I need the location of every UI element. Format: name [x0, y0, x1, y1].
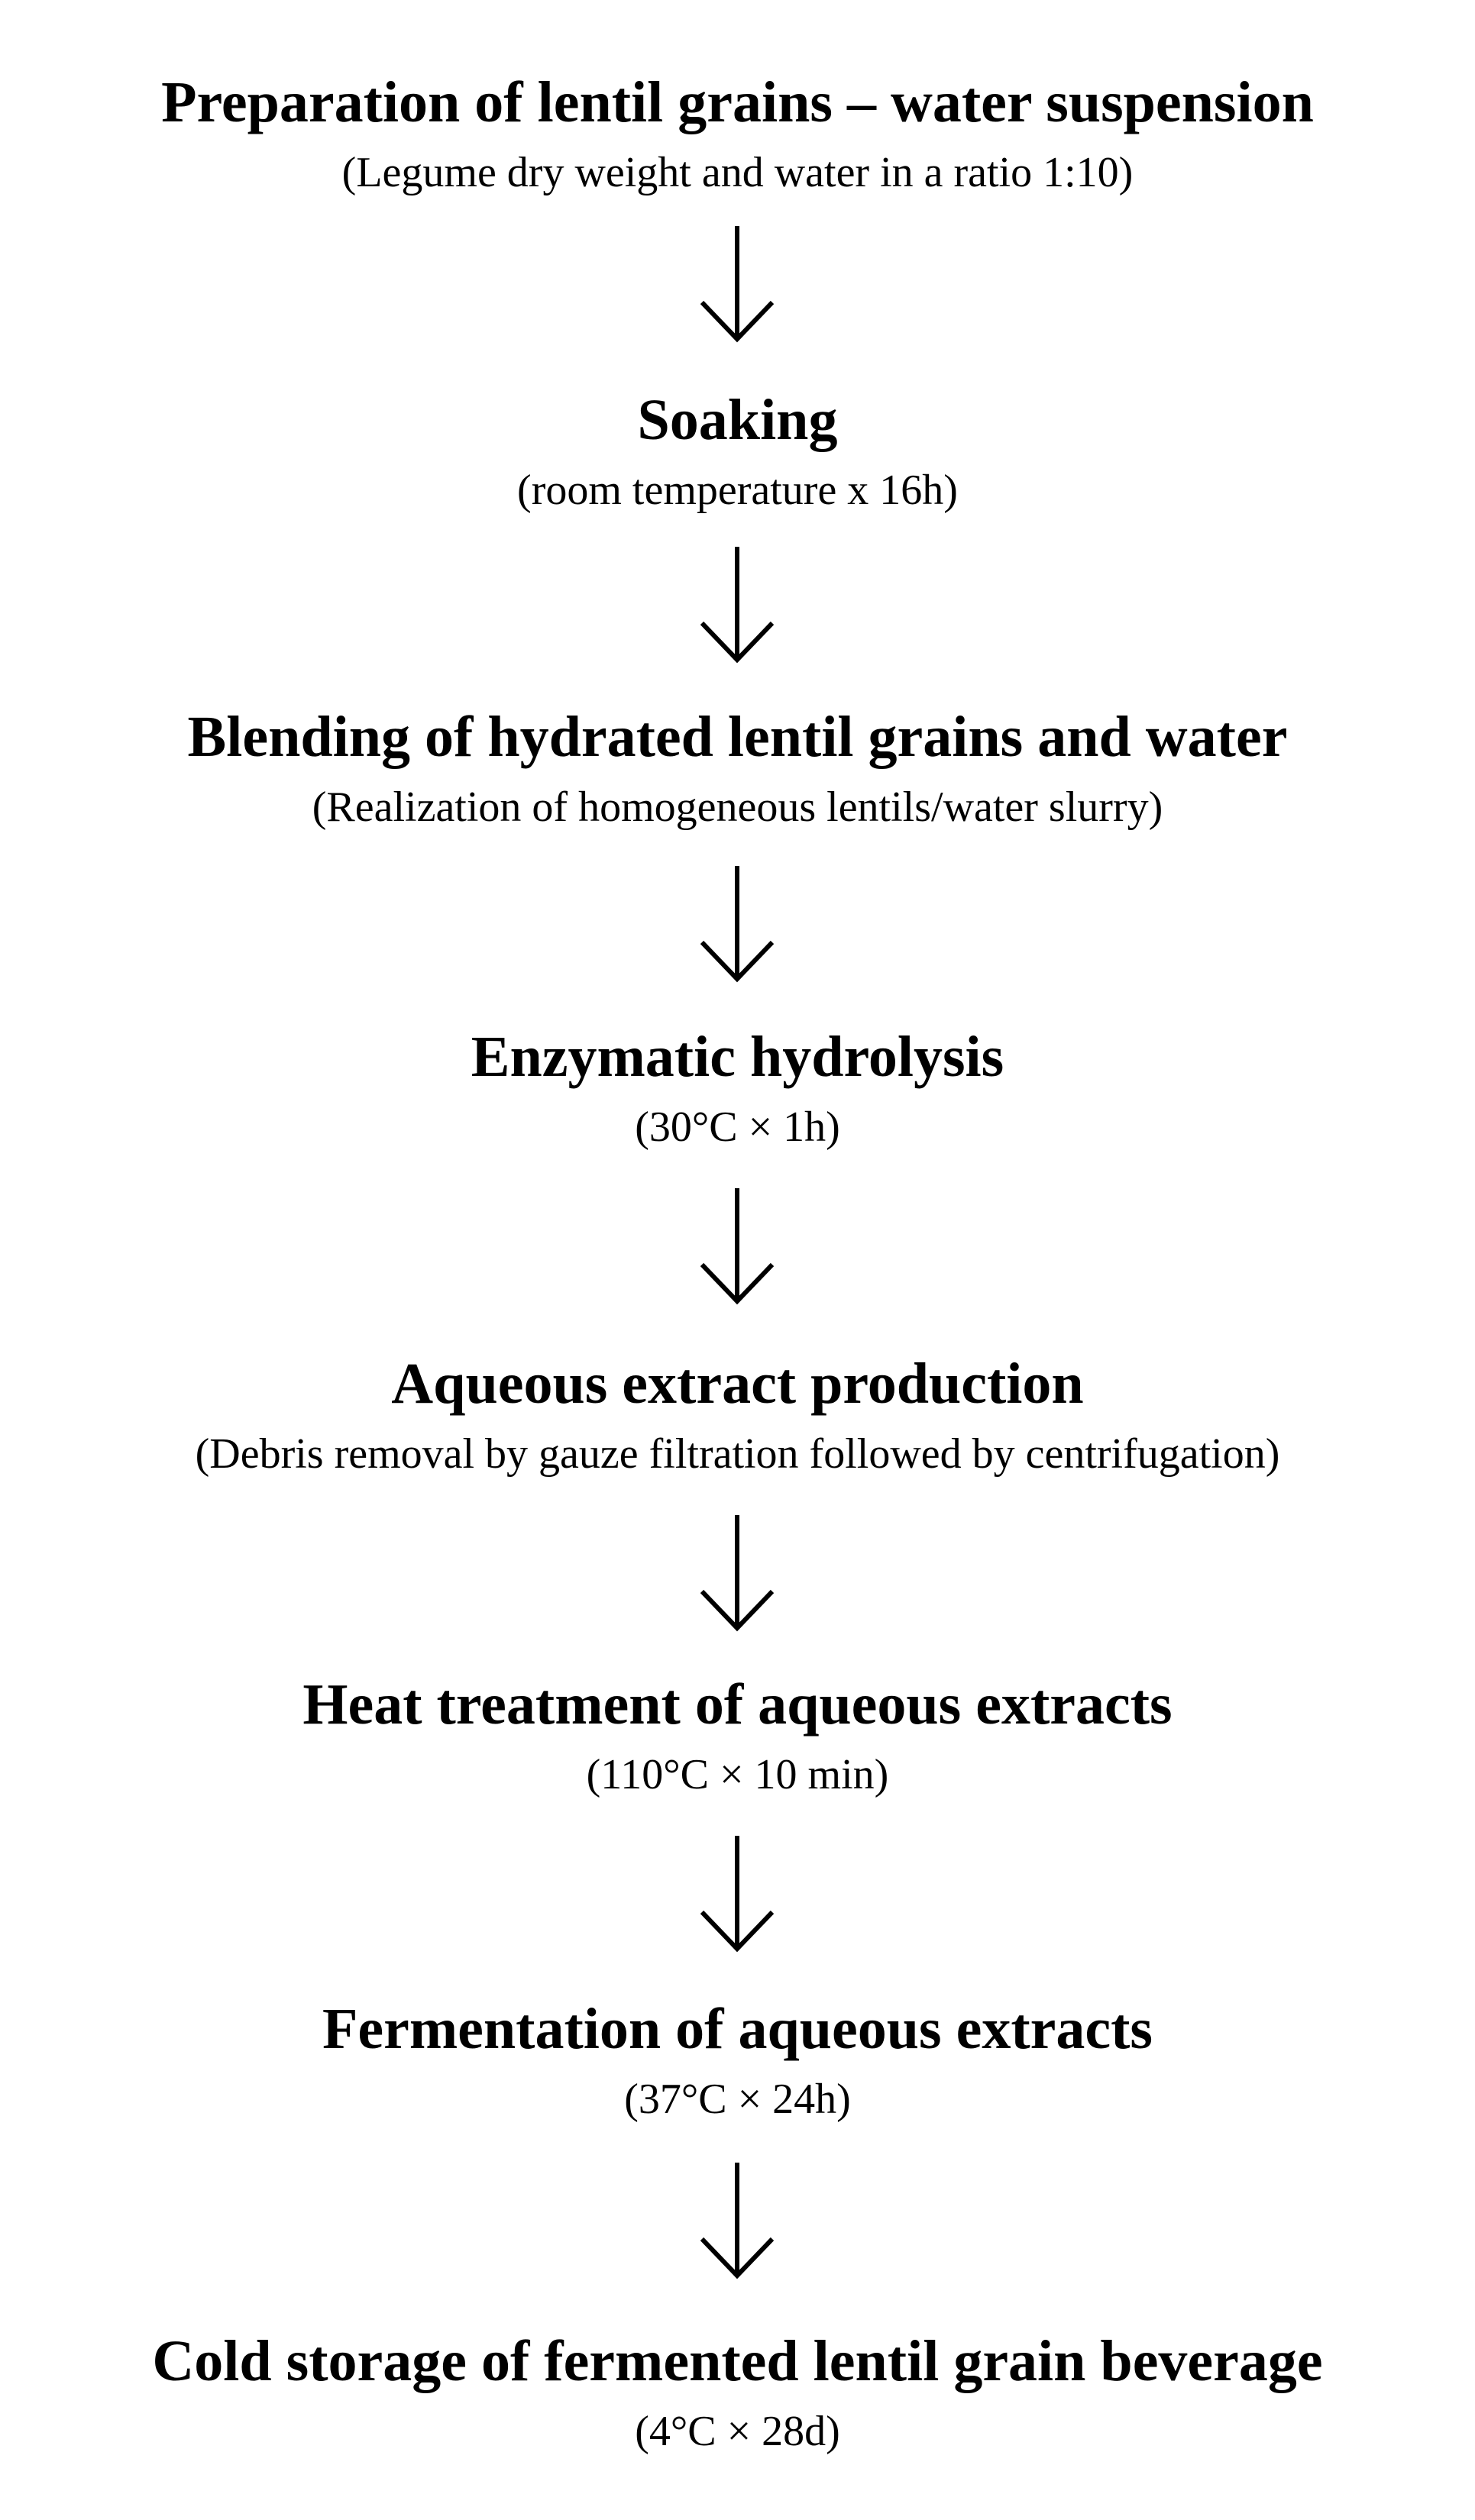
step-title: Soaking — [637, 388, 838, 452]
step-blending: Blending of hydrated lentil grains and w… — [0, 705, 1475, 832]
step-detail: (37°C × 24h) — [624, 2076, 851, 2123]
step-preparation: Preparation of lentil grains – water sus… — [0, 70, 1475, 197]
step-title: Heat treatment of aqueous extracts — [302, 1672, 1173, 1737]
step-title: Preparation of lentil grains – water sus… — [161, 70, 1314, 134]
step-detail: (Debris removal by gauze filtration foll… — [195, 1430, 1280, 1478]
step-fermentation: Fermentation of aqueous extracts (37°C ×… — [0, 1997, 1475, 2124]
step-title: Aqueous extract production — [391, 1352, 1084, 1416]
step-title: Fermentation of aqueous extracts — [322, 1997, 1153, 2061]
step-detail: (room temperature x 16h) — [517, 467, 958, 514]
down-arrow-icon — [691, 2160, 783, 2282]
step-title: Enzymatic hydrolysis — [471, 1025, 1004, 1089]
step-title: Cold storage of fermented lentil grain b… — [152, 2329, 1323, 2393]
step-detail: (4°C × 28d) — [635, 2408, 840, 2455]
step-heat-treatment: Heat treatment of aqueous extracts (110°… — [0, 1672, 1475, 1799]
step-soaking: Soaking (room temperature x 16h) — [0, 388, 1475, 515]
down-arrow-icon — [691, 1833, 783, 1955]
down-arrow-icon — [691, 544, 783, 666]
step-title: Blending of hydrated lentil grains and w… — [187, 705, 1288, 769]
step-enzymatic-hydrolysis: Enzymatic hydrolysis (30°C × 1h) — [0, 1025, 1475, 1152]
down-arrow-icon — [691, 1185, 783, 1307]
down-arrow-icon — [691, 863, 783, 985]
down-arrow-icon — [691, 223, 783, 345]
step-detail: (Legume dry weight and water in a ratio … — [341, 149, 1134, 196]
step-aqueous-extract: Aqueous extract production (Debris remov… — [0, 1352, 1475, 1478]
down-arrow-icon — [691, 1512, 783, 1634]
step-detail: (Realization of homogeneous lentils/wate… — [312, 783, 1163, 831]
step-detail: (30°C × 1h) — [635, 1103, 840, 1151]
step-cold-storage: Cold storage of fermented lentil grain b… — [0, 2329, 1475, 2456]
step-detail: (110°C × 10 min) — [586, 1751, 889, 1798]
